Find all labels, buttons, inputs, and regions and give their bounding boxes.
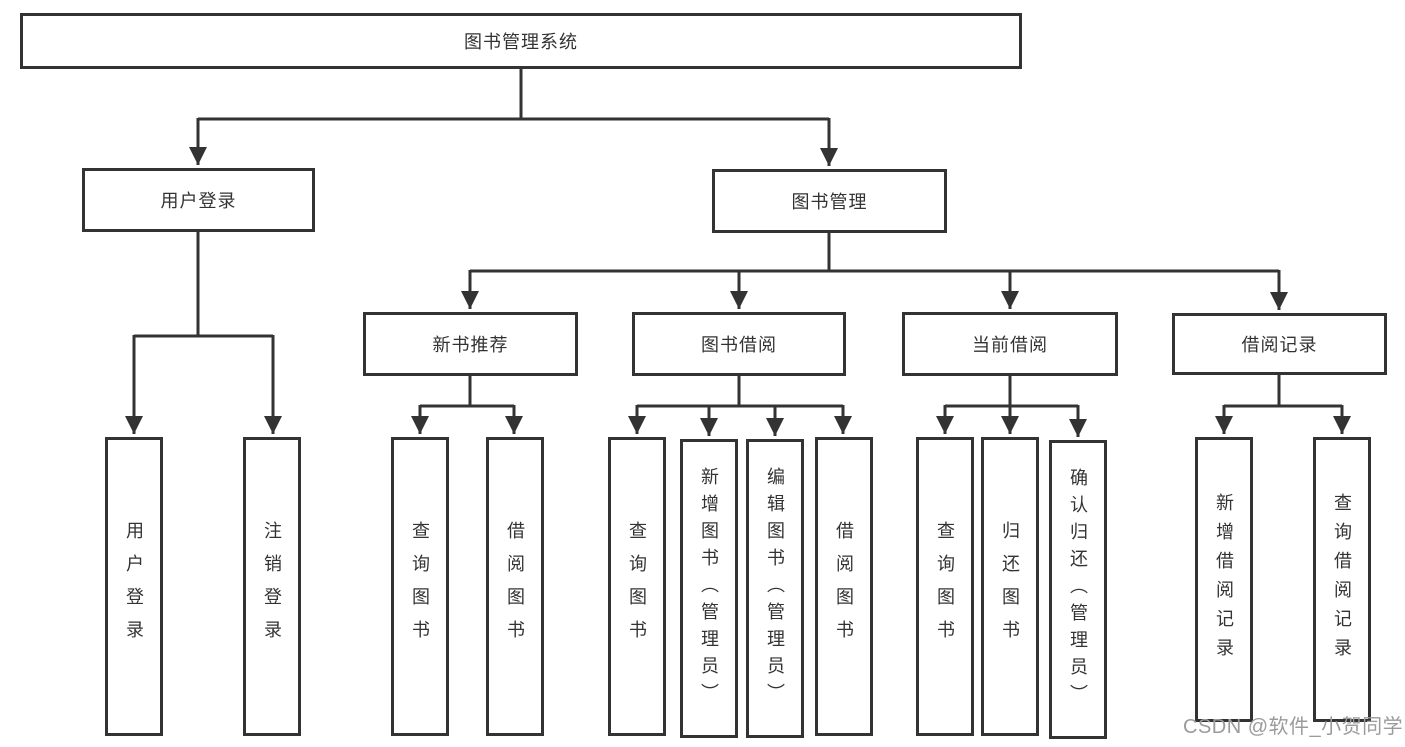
leaf-bb-borrow-books: 借阅图书 [815, 437, 873, 736]
node-current-borrow: 当前借阅 [902, 312, 1118, 376]
leaf-nb-borrow-books-label: 借阅图书 [505, 520, 525, 653]
connector-book-borrow [637, 375, 843, 408]
leaf-nb-query-books: 查询图书 [391, 437, 449, 736]
connector-book-mgmt-trunk [470, 233, 1279, 273]
node-user-login-label: 用户登录 [160, 191, 237, 211]
connector-root-trunk [198, 69, 829, 121]
leaf-user-login: 用户登录 [105, 437, 163, 736]
connector-current-borrow [945, 375, 1078, 408]
leaf-br-add-record-label: 新增借阅记录 [1214, 492, 1234, 667]
leaf-cb-query-books-label: 查询图书 [935, 520, 955, 653]
connector-new-books [420, 375, 514, 408]
node-new-books: 新书推荐 [363, 312, 578, 376]
node-book-mgmt: 图书管理 [712, 169, 947, 233]
leaf-bb-add-books-admin-label: 新增图书（管理员） [699, 467, 719, 710]
leaf-bb-borrow-books-label: 借阅图书 [834, 520, 854, 653]
node-borrow-records-label: 借阅记录 [1241, 335, 1318, 355]
node-book-borrow-label: 图书借阅 [701, 335, 777, 355]
leaf-bb-query-books: 查询图书 [608, 437, 666, 736]
node-user-login: 用户登录 [82, 168, 315, 232]
leaf-nb-borrow-books: 借阅图书 [486, 437, 544, 736]
leaf-cb-return-books: 归还图书 [981, 437, 1039, 736]
leaf-bb-query-books-label: 查询图书 [627, 520, 647, 653]
connector-borrow-records [1224, 374, 1342, 408]
leaf-nb-query-books-label: 查询图书 [410, 520, 430, 653]
leaf-logout: 注销登录 [243, 437, 301, 736]
leaf-br-query-record: 查询借阅记录 [1313, 437, 1371, 722]
csdn-watermark: CSDN @软件_小贺同学 [1183, 716, 1404, 738]
leaf-cb-return-books-label: 归还图书 [1000, 520, 1020, 653]
leaf-logout-label: 注销登录 [262, 520, 282, 653]
leaf-cb-query-books: 查询图书 [916, 437, 974, 736]
leaf-user-login-label: 用户登录 [124, 520, 144, 653]
node-borrow-records: 借阅记录 [1172, 313, 1387, 375]
connector-user-login-trunk [134, 232, 273, 338]
node-book-mgmt-label: 图书管理 [791, 192, 868, 212]
node-book-borrow: 图书借阅 [632, 312, 846, 376]
leaf-cb-confirm-return-admin-label: 确认归还（管理员） [1068, 468, 1088, 711]
node-root-system-label: 图书管理系统 [464, 32, 578, 52]
leaf-br-query-record-label: 查询借阅记录 [1332, 492, 1352, 667]
node-current-borrow-label: 当前借阅 [972, 335, 1048, 355]
leaf-cb-confirm-return-admin: 确认归还（管理员） [1049, 440, 1107, 739]
leaf-bb-edit-books-admin-label: 编辑图书（管理员） [765, 467, 785, 710]
leaf-bb-add-books-admin: 新增图书（管理员） [680, 439, 738, 738]
leaf-bb-edit-books-admin: 编辑图书（管理员） [746, 439, 804, 738]
leaf-br-add-record: 新增借阅记录 [1195, 437, 1253, 722]
node-root-system: 图书管理系统 [20, 13, 1022, 69]
node-new-books-label: 新书推荐 [432, 335, 509, 355]
